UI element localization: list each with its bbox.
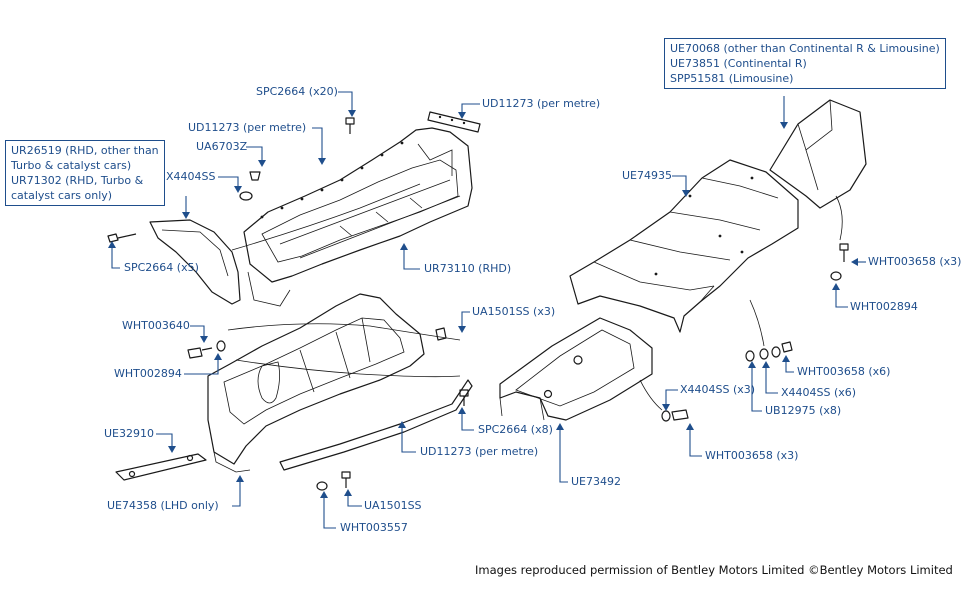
- callout-ub12975: UB12975 (x8): [765, 404, 842, 417]
- callout-box-line: Turbo & catalyst cars): [11, 159, 132, 172]
- callout-box-line: UR26519 (RHD, other than: [11, 144, 159, 157]
- callout-ur73110: UR73110 (RHD): [424, 262, 512, 275]
- callout-box-ue70068: UE70068 (other than Continental R & Limo…: [664, 38, 946, 89]
- callout-x4404ss: X4404SS: [166, 170, 216, 183]
- callout-wht003557: WHT003557: [340, 521, 408, 534]
- callout-box-line: UE70068 (other than Continental R & Limo…: [670, 42, 940, 55]
- callout-x4404ss-x3: X4404SS (x3): [680, 383, 756, 396]
- callout-ua6703z: UA6703Z: [196, 140, 248, 153]
- callout-wht003658-x6: WHT003658 (x6): [797, 365, 891, 378]
- callout-box-line: UR71302 (RHD, Turbo &: [11, 174, 144, 187]
- callout-ud11273-bottom: UD11273 (per metre): [420, 445, 539, 458]
- callout-spc2664-x8: SPC2664 (x8): [478, 423, 553, 436]
- callout-box-line: catalyst cars only): [11, 189, 113, 202]
- callout-ue73492: UE73492: [571, 475, 621, 488]
- heat-shield-upper-left: [107, 111, 481, 307]
- callout-x4404ss-x6: X4404SS (x6): [781, 386, 857, 399]
- callout-ua1501ss-x3: UA1501SS (x3): [472, 305, 556, 318]
- callout-box-ur26519: UR26519 (RHD, other than Turbo & catalys…: [5, 140, 165, 206]
- callout-wht002894-left: WHT002894: [114, 367, 182, 380]
- heat-shield-lower-left: [115, 293, 473, 491]
- callout-spc2664-x20: SPC2664 (x20): [256, 85, 338, 98]
- callout-ue74358: UE74358 (LHD only): [107, 499, 219, 512]
- callout-wht003640: WHT003640: [122, 319, 190, 332]
- callout-wht002894-right: WHT002894: [850, 300, 918, 313]
- leader-lines: [108, 91, 866, 529]
- callout-wht003658-x3-bottom: WHT003658 (x3): [705, 449, 799, 462]
- callout-box-line: UE73851 (Continental R): [670, 57, 807, 70]
- callout-ud11273-top-left: UD11273 (per metre): [188, 121, 307, 134]
- callout-ua1501ss: UA1501SS: [364, 499, 422, 512]
- callout-ue74935: UE74935: [622, 169, 672, 182]
- callout-wht003658-x3-top: WHT003658 (x3): [868, 255, 962, 268]
- copyright-credit: Images reproduced permission of Bentley …: [475, 563, 953, 577]
- callout-ue32910: UE32910: [104, 427, 154, 440]
- heat-shield-right: [499, 99, 867, 422]
- callout-spc2664-x5: SPC2664 (x5): [124, 261, 199, 274]
- callout-box-line: SPP51581 (Limousine): [670, 72, 794, 85]
- callout-ud11273-top-right: UD11273 (per metre): [482, 97, 601, 110]
